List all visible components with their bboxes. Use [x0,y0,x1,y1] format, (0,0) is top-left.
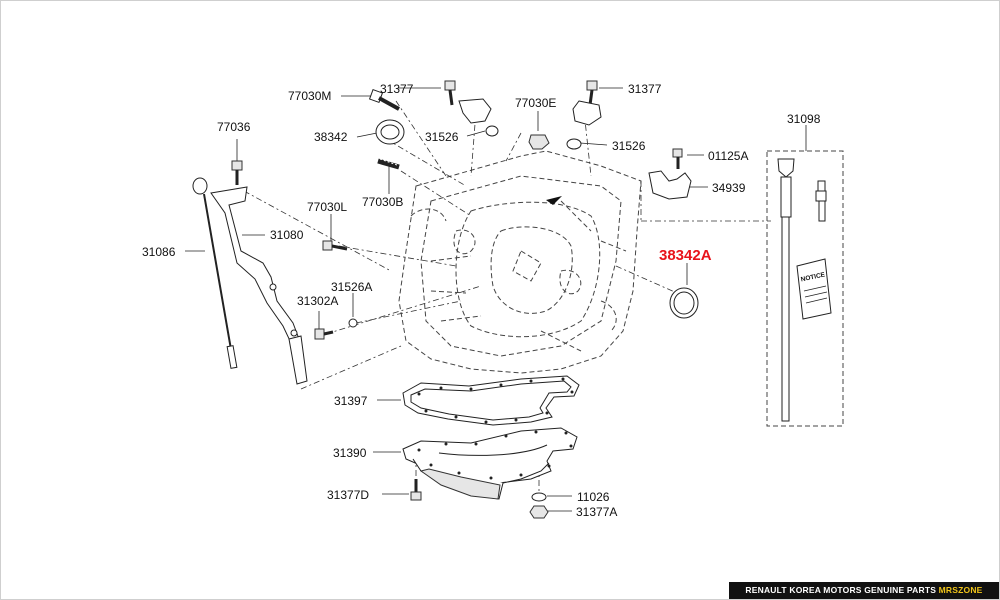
label-38342A[interactable]: 38342A [659,247,712,264]
oil-seal-38342A [669,287,699,319]
bolt-77030M [368,88,400,111]
label-31080[interactable]: 31080 [270,228,304,242]
bolt-01125A [672,148,683,169]
label-31377-left[interactable]: 31377 [380,82,414,96]
nut-77030E [528,134,550,150]
drain-plug-31377A [529,505,549,519]
label-11026[interactable]: 11026 [577,490,610,504]
label-34939[interactable]: 34939 [712,181,746,195]
label-77030L[interactable]: 77030L [307,200,347,214]
bolt-77030L [322,240,348,251]
o-ring-31526-right [566,138,582,150]
label-31086[interactable]: 31086 [142,245,176,259]
footer-watermark: RENAULT KOREA MOTORS GENUINE PARTS MRSZO… [729,582,999,599]
part-labels: 77030M 31377 31377 77030E 77036 38342 31… [142,82,821,519]
label-77036[interactable]: 77036 [217,120,251,134]
label-77030M[interactable]: 77030M [288,89,331,103]
footer-text: RENAULT KOREA MOTORS GENUINE PARTS [745,585,937,595]
label-31377-right[interactable]: 31377 [628,82,662,96]
bolt-31377D [410,479,422,501]
label-01125A[interactable]: 01125A [708,149,748,163]
label-31526-left[interactable]: 31526 [425,130,459,144]
label-77030E[interactable]: 77030E [515,96,556,110]
o-ring-31526-left [485,125,499,137]
label-31526A[interactable]: 31526A [331,280,372,294]
footer-brand: MRSZONE [938,585,983,595]
notice-card: NOTICE [796,258,832,320]
bracket-34939 [648,170,692,200]
oil-pan-gasket-31397 [402,375,580,426]
transmission-case [398,150,642,374]
stud-77030B [377,158,400,170]
dipstick-31086 [192,177,238,369]
label-31377A[interactable]: 31377A [576,505,617,519]
leader-lines [185,87,807,512]
bolt-31377-left [444,80,456,106]
sensor-bracket-right [572,100,602,126]
bolt-31302A [314,328,334,340]
dipstick-tube-31080 [210,186,308,385]
label-31098[interactable]: 31098 [787,112,821,126]
label-31397[interactable]: 31397 [334,394,368,408]
label-38342[interactable]: 38342 [314,130,348,144]
label-31302A[interactable]: 31302A [297,294,338,308]
label-31390[interactable]: 31390 [333,446,367,460]
washer-11026 [531,492,547,502]
o-ring-31526A [348,318,358,328]
sensor-bracket-left [458,98,492,124]
oil-pan-31390 [402,427,578,500]
oil-seal-38342 [375,119,405,145]
arrow-mark [546,196,562,205]
label-31377D[interactable]: 31377D [327,488,369,502]
bolt-77036 [231,160,243,185]
label-31526-right[interactable]: 31526 [612,139,646,153]
kit-31098: NOTICE [766,150,844,427]
label-77030B[interactable]: 77030B [362,195,403,209]
bolt-31377-right [586,80,598,106]
